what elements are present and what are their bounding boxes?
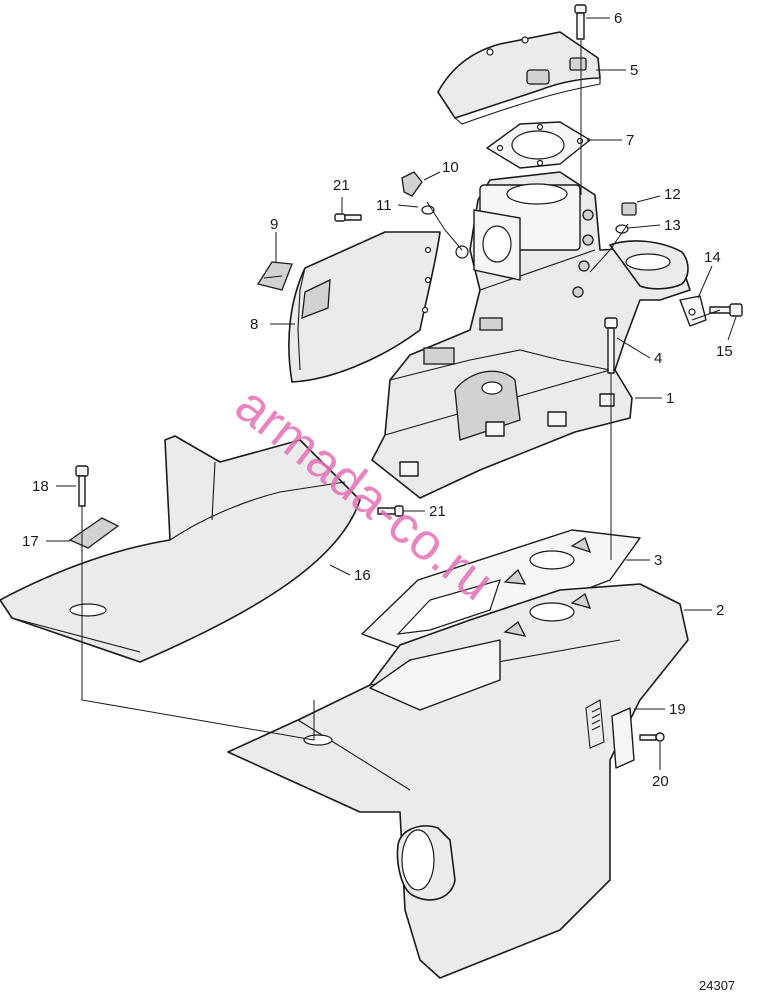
part-20-screw — [639, 732, 665, 742]
part-5-top-cover — [437, 31, 601, 125]
alignment-lines — [81, 40, 721, 741]
part-4-long-screw — [604, 317, 618, 374]
callout-5: 5 — [630, 62, 638, 79]
part-16-cavitation-plate — [0, 435, 361, 663]
part-3-gasket — [361, 529, 641, 649]
part-21-screw-lower — [377, 505, 404, 517]
callout-15: 15 — [716, 343, 733, 360]
callout-19: 19 — [669, 701, 686, 718]
callout-16: 16 — [354, 567, 371, 584]
callouts: 1 2 3 4 5 6 7 8 9 10 11 12 13 14 15 16 1… — [22, 10, 733, 790]
part-14-bracket — [679, 295, 707, 327]
drawing-number: 24307 — [699, 978, 735, 993]
part-9-clip — [256, 261, 293, 291]
part-8-side-cover — [288, 231, 441, 383]
part-18-screw — [75, 465, 89, 507]
part-1-upper-housing — [371, 171, 691, 499]
callout-7: 7 — [626, 132, 634, 149]
callout-10: 10 — [442, 159, 459, 176]
part-21-screw-upper — [334, 213, 362, 222]
callout-8: 8 — [250, 316, 258, 333]
callout-4: 4 — [654, 350, 662, 367]
callout-9: 9 — [270, 216, 278, 233]
part-19-plate — [611, 707, 635, 769]
callout-21-lower: 21 — [429, 503, 446, 520]
callout-6: 6 — [614, 10, 622, 27]
part-17-pad — [68, 517, 120, 549]
callout-1: 1 — [666, 390, 674, 407]
part-6-screw — [574, 4, 587, 40]
callout-14: 14 — [704, 249, 721, 266]
part-12-plug — [621, 202, 637, 216]
part-7-gasket — [486, 121, 591, 169]
callout-20: 20 — [652, 773, 669, 790]
callout-11: 11 — [376, 197, 392, 214]
callout-17: 17 — [22, 533, 39, 550]
part-2-lower-housing — [227, 583, 689, 979]
callout-12: 12 — [664, 186, 681, 203]
callout-13: 13 — [664, 217, 681, 234]
callout-2: 2 — [716, 602, 724, 619]
part-10-plug — [401, 171, 423, 197]
callout-18: 18 — [32, 478, 49, 495]
part-15-screw — [709, 303, 743, 317]
callout-3: 3 — [654, 552, 662, 569]
callout-leaders — [46, 17, 737, 770]
callout-21-upper: 21 — [333, 177, 350, 194]
